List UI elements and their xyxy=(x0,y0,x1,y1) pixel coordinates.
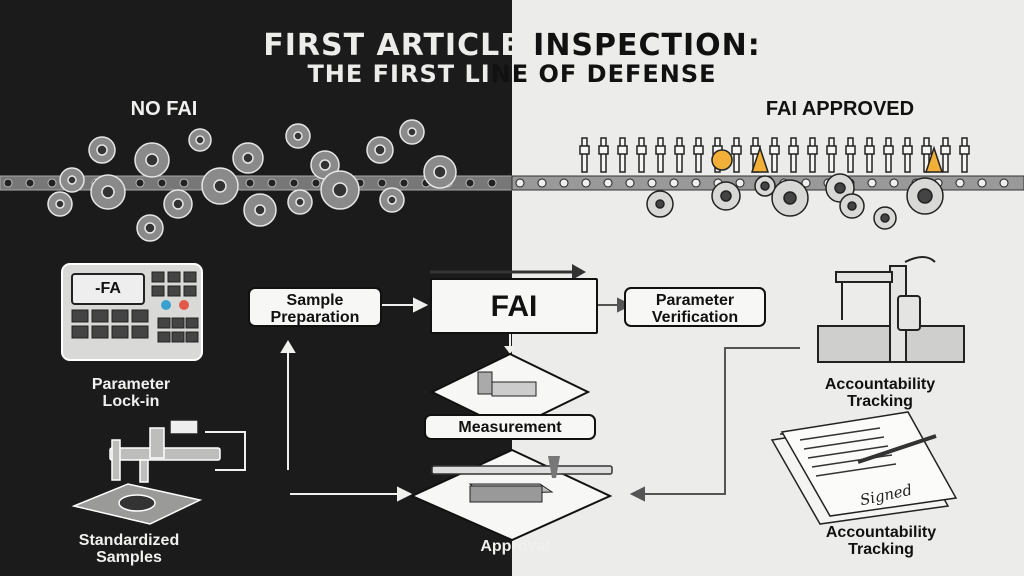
accountability-tracking-1-line-2: Tracking xyxy=(847,393,913,410)
cnc-machine-icon xyxy=(61,263,203,361)
sample-preparation-box: Sample Preparation xyxy=(248,287,382,327)
signed-document-icon xyxy=(770,411,958,525)
accountability-tracking-1-line-1: Accountability xyxy=(824,376,936,393)
page-title-line-1: FIRST ARTICLE INSPECTION: xyxy=(0,28,1024,63)
caliper-icon xyxy=(109,419,221,483)
standardized-samples-line-1: Standardized xyxy=(78,532,180,549)
machine-screen-text: -FA xyxy=(95,280,121,297)
parameter-lock-in-label: Parameter Lock-in xyxy=(56,376,206,410)
gear-parts-icon xyxy=(646,173,944,230)
no-fai-label: NO FAI xyxy=(130,98,198,120)
parameter-lock-in-line-2: Lock-in xyxy=(102,393,160,410)
standardized-samples-line-2: Samples xyxy=(96,549,162,566)
parameter-verification-box: Parameter Verification xyxy=(624,287,766,327)
decision-diamond-approval xyxy=(409,448,613,542)
ruler-icon xyxy=(431,456,613,478)
approval-label: Approval xyxy=(480,538,550,555)
flow-connectors-left xyxy=(205,297,429,502)
title-line-1-right: INSPECTION: xyxy=(521,28,761,63)
accountability-tracking-2-line-1: Accountability xyxy=(825,524,937,541)
sample-preparation-line-2: Preparation xyxy=(270,309,360,326)
defective-parts-icon xyxy=(47,119,457,242)
standardized-samples-label: Standardized Samples xyxy=(44,532,214,566)
title-line-1-left: FIRST ARTICLE xyxy=(263,28,522,63)
height-gauge-icon xyxy=(817,256,965,363)
fai-frame-arrow xyxy=(430,264,586,354)
accountability-tracking-label-1: Accountability Tracking xyxy=(800,376,960,410)
title-line-2-right: NE OF DEFENSE xyxy=(490,60,717,88)
fai-box: FAI xyxy=(430,278,598,334)
fai-approved-label: FAI APPROVED xyxy=(765,98,915,120)
parameter-lock-in-line-1: Parameter xyxy=(91,376,171,393)
approved-tools-icon xyxy=(579,137,970,173)
title-line-2-left: THE FIRST LI xyxy=(307,60,491,88)
parameter-verification-line-1: Parameter xyxy=(655,292,735,309)
parameter-verification-line-2: Verification xyxy=(651,309,739,326)
measurement-box: Measurement xyxy=(424,414,596,440)
accountability-tracking-label-2: Accountability Tracking xyxy=(796,524,966,558)
page-title-line-2: THE FIRST LINE OF DEFENSE xyxy=(0,60,1024,88)
accountability-tracking-2-line-2: Tracking xyxy=(848,541,914,558)
sample-preparation-line-1: Sample xyxy=(286,292,344,309)
standardized-sample-icon xyxy=(71,483,203,525)
